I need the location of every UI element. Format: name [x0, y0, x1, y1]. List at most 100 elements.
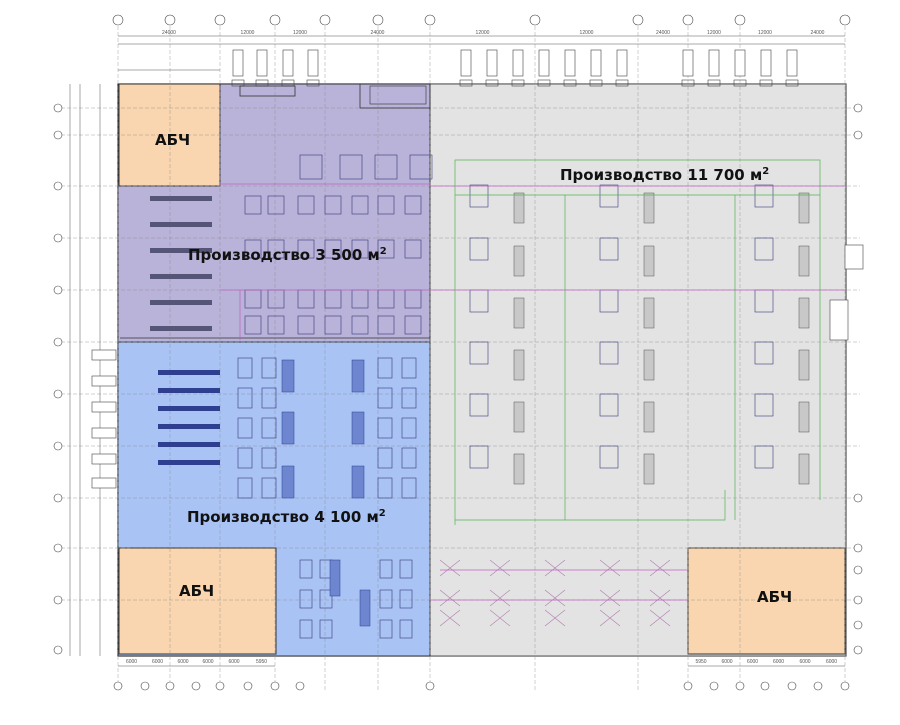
equipment-unit [409, 154, 433, 180]
process-line [489, 589, 511, 607]
process-line [489, 609, 511, 627]
rack-unit [643, 245, 655, 277]
equipment-unit [299, 619, 313, 639]
equipment-unit [379, 559, 393, 579]
equipment-unit [377, 387, 393, 409]
equipment-grey-zone [439, 184, 864, 627]
dimension-label: 6000 [126, 659, 137, 665]
dock-door [459, 79, 473, 87]
process-line [489, 559, 511, 577]
utility-lines-green [454, 159, 821, 525]
equipment-unit [469, 393, 489, 417]
equipment-unit [351, 315, 369, 335]
dimension-label: 5950 [256, 659, 267, 665]
rack-unit [643, 401, 655, 433]
process-line [649, 609, 671, 627]
dock-door [306, 79, 320, 87]
process-line [544, 589, 566, 607]
dock-door [589, 79, 603, 87]
rack-unit [798, 245, 810, 277]
label-production-blue-text: Производство 4 100 м [187, 508, 379, 526]
axis-bubbles-top [112, 14, 851, 26]
equipment-unit [754, 237, 774, 261]
equipment-unit [237, 417, 253, 439]
equipment-unit [469, 445, 489, 469]
dimension-label: 6000 [747, 659, 758, 665]
equipment-unit [401, 387, 417, 409]
dimension-label: 24000 [162, 30, 176, 36]
dimension-label: 6000 [177, 659, 188, 665]
dimension-label: 5950 [695, 659, 706, 665]
dock-door [563, 79, 577, 87]
label-production-grey: Производство 11 700 м2 [560, 163, 769, 184]
loading-dock [232, 49, 244, 77]
rack-unit [351, 359, 365, 393]
equipment-unit [237, 387, 253, 409]
equipment-unit [319, 589, 333, 609]
equipment-unit [399, 589, 413, 609]
room-block [369, 85, 427, 105]
rack-unit [798, 349, 810, 381]
equipment-purple-zone [150, 85, 433, 335]
process-line [439, 559, 461, 577]
loading-dock [512, 49, 524, 77]
rack-unit [513, 349, 525, 381]
rack-unit [281, 411, 295, 445]
process-line [544, 559, 566, 577]
dimension-label: 6000 [799, 659, 810, 665]
equipment-unit [351, 239, 369, 259]
loading-dock [538, 49, 550, 77]
rack-unit [643, 453, 655, 485]
equipment-unit [377, 239, 395, 259]
equipment-unit [297, 195, 315, 215]
conveyor-line [158, 442, 220, 447]
dock-door [707, 79, 721, 87]
dock-door [615, 79, 629, 87]
conveyor-line [158, 460, 220, 465]
equipment-unit [379, 589, 393, 609]
equipment-unit [374, 154, 398, 180]
dimension-label: 6000 [826, 659, 837, 665]
utility-lines-magenta [220, 183, 846, 601]
rack-unit [798, 401, 810, 433]
rack-unit [281, 359, 295, 393]
equipment-unit [401, 417, 417, 439]
conveyor-line [150, 248, 212, 253]
rack-unit [329, 559, 341, 597]
equipment-unit [237, 477, 253, 499]
zone-abch-bottom-left [118, 547, 277, 655]
conveyor-line [158, 388, 220, 393]
dimension-label: 12000 [758, 30, 772, 36]
equipment-unit [299, 154, 323, 180]
equipment-unit [399, 619, 413, 639]
equipment-blue-zone [158, 357, 417, 639]
axis-bubbles-right [853, 103, 863, 655]
conveyor-line [150, 300, 212, 305]
dimension-label: 6000 [228, 659, 239, 665]
dock-door [511, 79, 525, 87]
equipment-unit [599, 445, 619, 469]
equipment-unit [324, 239, 342, 259]
loading-dock [590, 49, 602, 77]
equipment-unit [237, 447, 253, 469]
conveyor-line [150, 222, 212, 227]
rack-unit [643, 297, 655, 329]
label-abch-top-left: АБЧ [155, 131, 191, 149]
equipment-unit [401, 357, 417, 379]
dimension-label: 24000 [371, 30, 385, 36]
rack-unit [643, 192, 655, 224]
equipment-unit [599, 184, 619, 208]
loading-dock [708, 49, 720, 77]
dimension-label: 12000 [580, 30, 594, 36]
equipment-unit [237, 357, 253, 379]
dock-door [485, 79, 499, 87]
rack-unit [798, 297, 810, 329]
process-line [599, 609, 621, 627]
equipment-unit [299, 589, 313, 609]
process-line [599, 589, 621, 607]
loading-dock [734, 49, 746, 77]
equipment-unit [261, 417, 277, 439]
